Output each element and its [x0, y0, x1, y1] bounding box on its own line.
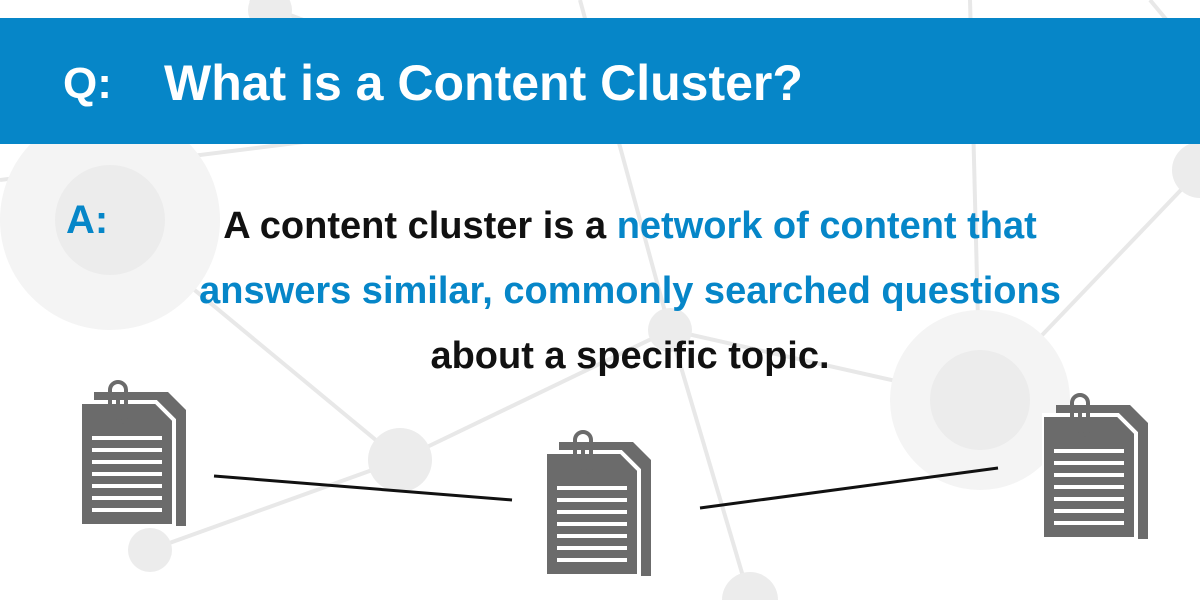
answer-part2: about a specific topic.	[430, 335, 830, 377]
answer-part1: A content cluster is a	[223, 205, 617, 247]
answer-label: A:	[66, 198, 109, 242]
answer-highlight-line2: answers similar, commonly searched quest…	[199, 270, 1061, 312]
answer-highlight-line1: network of content that	[616, 205, 1037, 247]
question-label: Q:	[63, 59, 112, 108]
document-stack-icon	[545, 430, 651, 578]
document-stack-icon	[1042, 393, 1148, 541]
answer-text: A content cluster is a network of conten…	[130, 194, 1130, 389]
question-banner: Q: What is a Content Cluster?	[0, 18, 1200, 144]
question-text: What is a Content Cluster?	[164, 55, 803, 111]
document-stack-icon	[80, 380, 186, 528]
